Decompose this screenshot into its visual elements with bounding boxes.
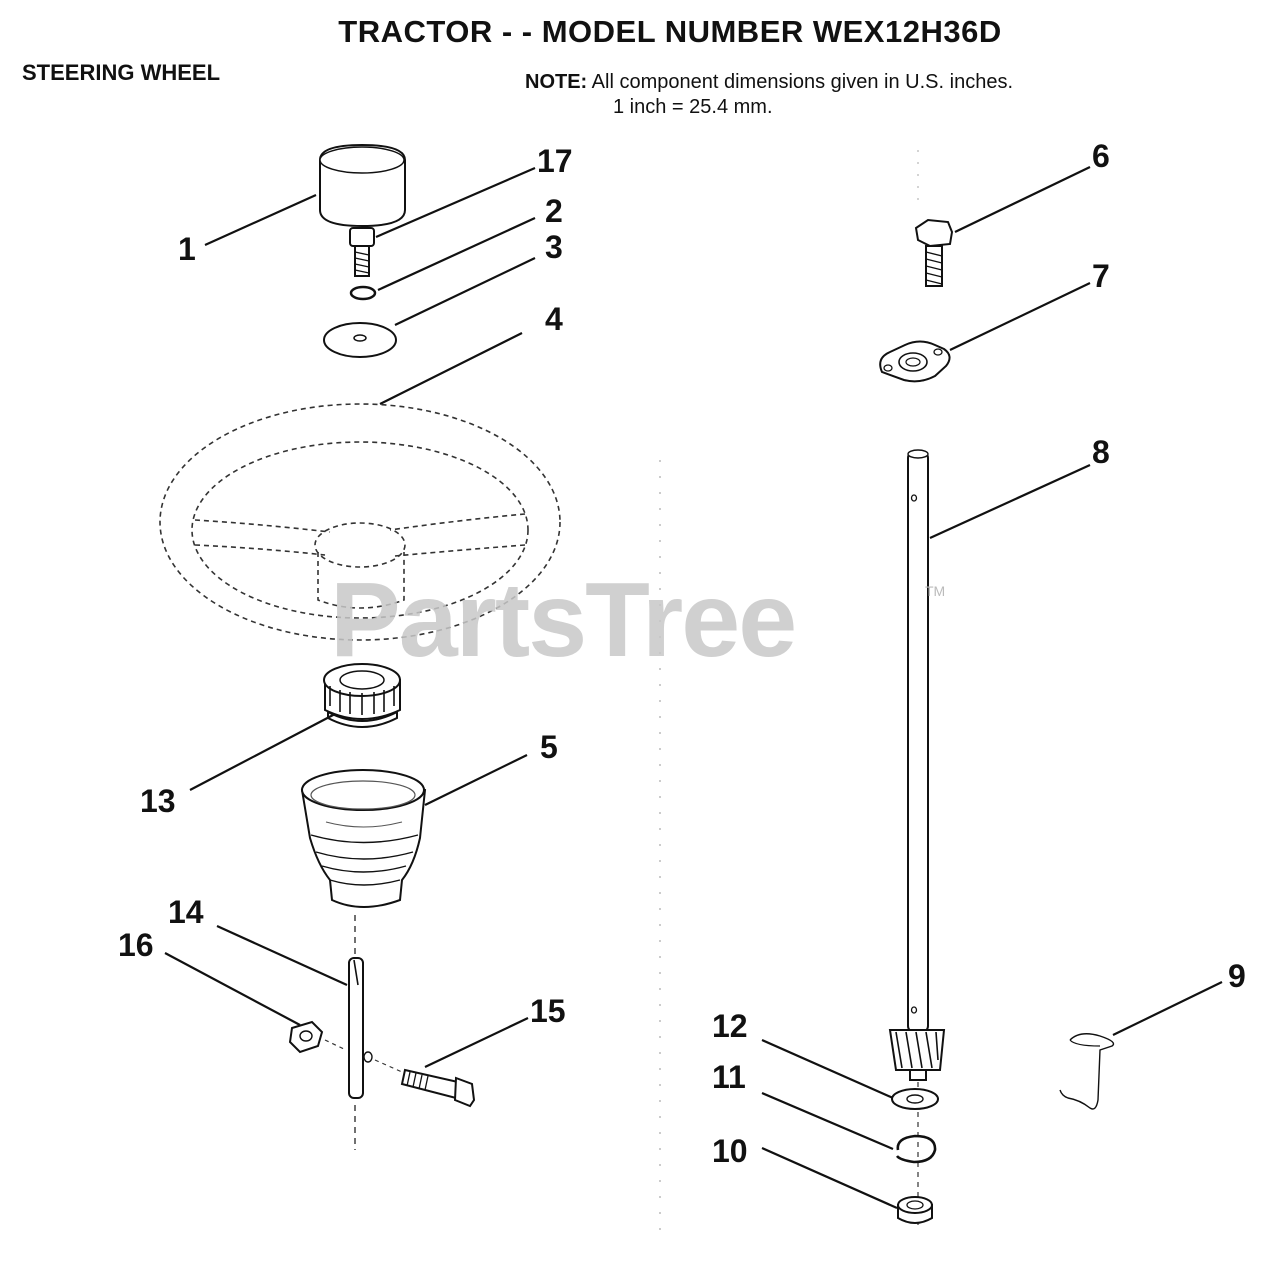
callout-17: 17 xyxy=(537,143,573,179)
leader-10 xyxy=(761,1146,898,1210)
part-shaft-extension xyxy=(348,957,373,1099)
leader-14 xyxy=(216,924,348,987)
callout-6: 6 xyxy=(1092,138,1110,174)
callout-7: 7 xyxy=(1092,258,1110,294)
callout-9: 9 xyxy=(1228,958,1246,994)
callout-2: 2 xyxy=(545,193,563,229)
watermark: PartsTree xyxy=(330,561,797,679)
callout-13: 13 xyxy=(140,783,176,819)
part-long-bolt xyxy=(400,1068,476,1108)
leader-12 xyxy=(761,1038,894,1100)
part-washer xyxy=(891,1088,939,1110)
part-spring-clip xyxy=(1059,1033,1115,1110)
leader-17 xyxy=(375,166,536,239)
leader-6 xyxy=(954,166,1091,233)
dimension-note: NOTE: All component dimensions given in … xyxy=(525,70,1013,120)
part-retaining-ring xyxy=(895,1134,937,1164)
part-spline-adapter xyxy=(323,663,401,728)
callout-8: 8 xyxy=(1092,434,1110,470)
part-steering-shaft xyxy=(907,449,929,1033)
leader-5 xyxy=(424,754,528,806)
callout-3: 3 xyxy=(545,229,563,265)
leader-9 xyxy=(1112,981,1223,1036)
diagram-title: TRACTOR - - MODEL NUMBER WEX12H36D xyxy=(338,14,1002,49)
leader-16 xyxy=(164,952,301,1026)
leader-2 xyxy=(377,217,536,291)
note-line-2: 1 inch = 25.4 mm. xyxy=(613,96,773,118)
part-steering-wheel xyxy=(159,403,561,641)
watermark-tm: TM xyxy=(925,583,946,599)
part-bolt xyxy=(349,227,375,277)
part-pinion-gear xyxy=(888,1029,946,1081)
callout-14: 14 xyxy=(168,894,204,930)
leader-7 xyxy=(949,282,1091,351)
leader-8 xyxy=(929,463,1091,540)
note-label: NOTE: xyxy=(525,71,588,93)
leader-11 xyxy=(761,1091,894,1151)
callout-10: 10 xyxy=(712,1133,748,1169)
part-bushing xyxy=(897,1196,933,1224)
part-steering-boot xyxy=(300,769,427,908)
callout-12: 12 xyxy=(712,1008,748,1044)
part-bolt-right xyxy=(914,218,954,287)
callout-1: 1 xyxy=(178,231,196,267)
part-flat-washer xyxy=(323,322,397,358)
note-line-1: All component dimensions given in U.S. i… xyxy=(591,71,1013,93)
part-hex-nut xyxy=(288,1020,324,1054)
leader-1 xyxy=(204,193,317,247)
section-title: STEERING WHEEL xyxy=(22,60,221,85)
part-cap xyxy=(319,143,406,228)
callout-11: 11 xyxy=(712,1059,746,1095)
callout-5: 5 xyxy=(540,729,558,765)
leader-3 xyxy=(394,257,536,326)
leader-13 xyxy=(189,713,336,791)
leader-4 xyxy=(379,332,523,405)
callout-4: 4 xyxy=(545,301,563,337)
callout-15: 15 xyxy=(530,993,566,1029)
part-lock-washer xyxy=(349,285,377,301)
callout-16: 16 xyxy=(118,927,154,963)
leader-15 xyxy=(424,1017,529,1068)
part-flange-bearing xyxy=(879,340,951,383)
